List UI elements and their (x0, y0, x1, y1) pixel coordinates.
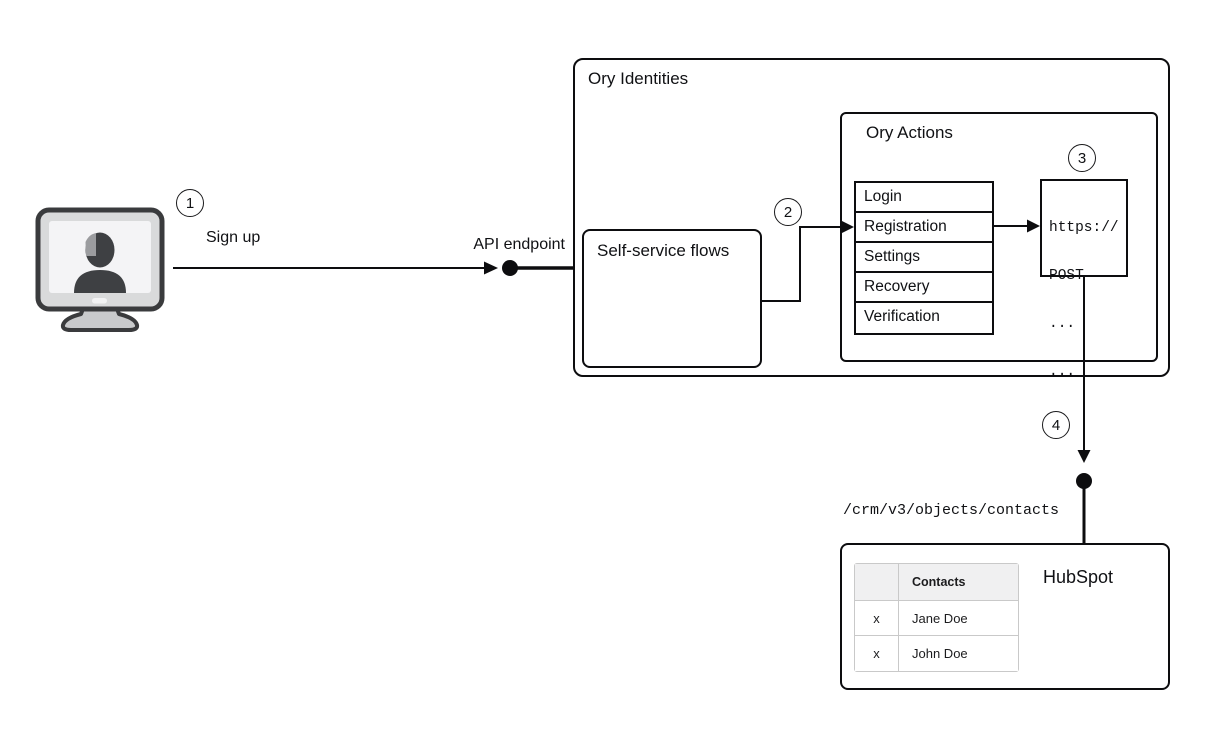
contacts-header-cell: Contacts (899, 564, 1018, 601)
table-row: x Jane Doe (855, 601, 1018, 636)
flow-list: Login Registration Settings Recovery Ver… (854, 181, 994, 335)
contacts-table-header-row: Contacts (855, 564, 1018, 601)
flow-row-recovery: Recovery (856, 273, 992, 303)
monitor-stand (60, 304, 140, 332)
code-line: POST (1049, 268, 1084, 284)
ory-identities-title: Ory Identities (588, 69, 689, 88)
step-2-number: 2 (783, 203, 793, 221)
contacts-table: Contacts x Jane Doe x John Doe (854, 563, 1019, 672)
code-line: ... (1049, 316, 1076, 332)
code-line: ... (1049, 364, 1076, 380)
code-line: https:// (1049, 220, 1119, 236)
webhook-code-box: https:// POST ... ... (1040, 179, 1128, 380)
step-4-number: 4 (1051, 416, 1061, 434)
flow-row-login: Login (856, 183, 992, 213)
self-service-flows-title: Self-service flows (597, 241, 730, 260)
contact-delete-cell: x (855, 636, 899, 671)
contact-name-cell: Jane Doe (899, 601, 1018, 636)
flow-row-verification: Verification (864, 308, 940, 325)
hubspot-title: HubSpot (1043, 567, 1114, 587)
ory-actions-box (840, 112, 1158, 362)
step-3-number: 3 (1077, 149, 1087, 167)
ory-identities-box (573, 58, 1170, 377)
step-1-number: 1 (185, 194, 195, 212)
api-endpoint-label: API endpoint (473, 236, 565, 253)
hubspot-endpoint-path: /crm/v3/objects/contacts (843, 502, 1060, 519)
signup-arrowhead (484, 261, 498, 275)
sign-up-label: Sign up (206, 229, 261, 246)
api-endpoint-dot (502, 260, 518, 276)
contact-name-cell: John Doe (899, 636, 1018, 671)
webhook-to-hubspot-arrowhead (1077, 450, 1091, 463)
user-computer-icon (35, 207, 165, 332)
step-1-badge: 1 (176, 189, 204, 217)
monitor-button (92, 298, 107, 304)
table-row: x John Doe (855, 636, 1018, 671)
ory-actions-title: Ory Actions (866, 123, 953, 142)
step-4-badge: 4 (1042, 411, 1070, 439)
contacts-header-empty-cell (855, 564, 899, 601)
user-silhouette (74, 232, 126, 293)
hubspot-endpoint-dot (1076, 473, 1092, 489)
flow-row-registration: Registration (856, 213, 992, 243)
step-3-badge: 3 (1068, 144, 1096, 172)
flow-row-settings: Settings (856, 243, 992, 273)
step-2-badge: 2 (774, 198, 802, 226)
contact-delete-cell: x (855, 601, 899, 636)
self-service-flows-box (582, 229, 762, 368)
